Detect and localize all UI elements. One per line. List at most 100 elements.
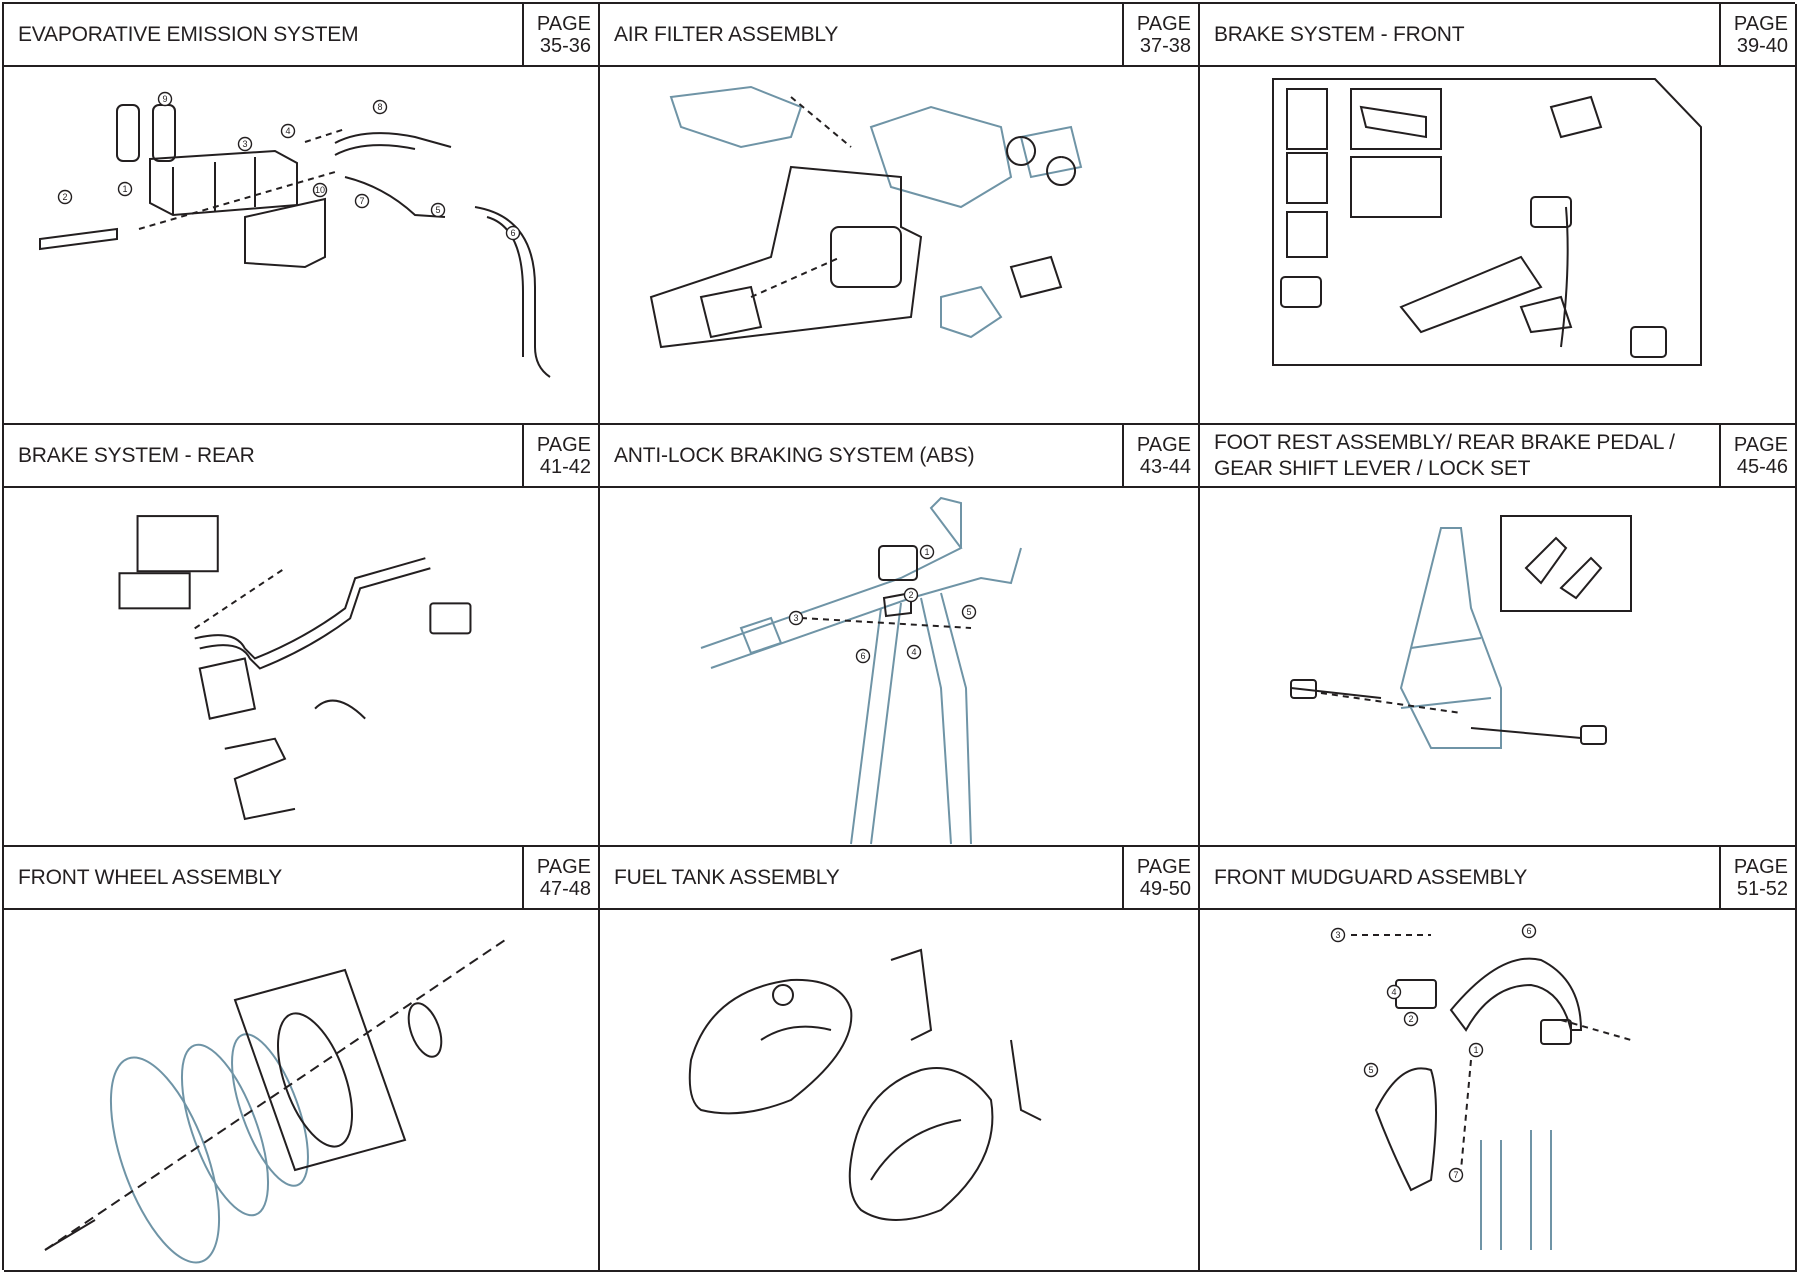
section-brake-rear[interactable]: BRAKE SYSTEM - REAR PAGE 41-42 — [4, 425, 600, 847]
page-range: 47-48 — [539, 877, 591, 900]
section-front-mudguard[interactable]: FRONT MUDGUARD ASSEMBLY PAGE 51-52 1 2 3 — [1200, 847, 1797, 1272]
section-front-wheel[interactable]: FRONT WHEEL ASSEMBLY PAGE 47-48 — [4, 847, 600, 1272]
svg-text:1: 1 — [122, 184, 127, 194]
section-header: FRONT MUDGUARD ASSEMBLY PAGE 51-52 — [1200, 847, 1795, 910]
section-title: FUEL TANK ASSEMBLY — [614, 865, 840, 889]
abs-diagram: 1 2 3 4 5 6 — [600, 488, 1198, 845]
callout-3: 3 — [237, 136, 253, 152]
page-label: PAGE — [1136, 12, 1191, 35]
callout-6: 6 — [505, 225, 521, 241]
section-air-filter[interactable]: AIR FILTER ASSEMBLY PAGE 37-38 — [600, 4, 1200, 425]
evap-illustration: 1 2 3 4 5 6 7 8 9 10 — [39, 91, 551, 378]
section-brake-front[interactable]: BRAKE SYSTEM - FRONT PAGE 39-40 — [1200, 4, 1797, 425]
svg-text:4: 4 — [1391, 987, 1396, 997]
section-header: EVAPORATIVE EMISSION SYSTEM PAGE 35-36 — [4, 4, 598, 67]
svg-text:3: 3 — [793, 613, 798, 623]
foot-rest-illustration — [1290, 515, 1632, 749]
section-fuel-tank[interactable]: FUEL TANK ASSEMBLY PAGE 49-50 — [600, 847, 1200, 1272]
svg-text:7: 7 — [359, 196, 364, 206]
page-ref[interactable]: PAGE 43-44 — [1122, 425, 1198, 486]
svg-text:3: 3 — [1335, 930, 1340, 940]
brake-front-diagram — [1200, 67, 1795, 423]
svg-text:4: 4 — [285, 126, 290, 136]
svg-text:2: 2 — [1408, 1014, 1413, 1024]
callout-1: 1 — [919, 544, 935, 560]
callout-2: 2 — [57, 189, 73, 205]
page-ref[interactable]: PAGE 51-52 — [1719, 847, 1795, 908]
section-title: FRONT WHEEL ASSEMBLY — [18, 865, 283, 889]
callout-4: 4 — [1386, 984, 1402, 1000]
front-wheel-illustration — [44, 939, 506, 1264]
brake-rear-diagram — [4, 488, 598, 845]
callout-3: 3 — [788, 610, 804, 626]
page-label: PAGE — [536, 855, 591, 878]
page-label: PAGE — [1733, 855, 1788, 878]
svg-text:10: 10 — [315, 185, 325, 195]
section-header: FUEL TANK ASSEMBLY PAGE 49-50 — [600, 847, 1198, 910]
page-range: 51-52 — [1736, 877, 1788, 900]
callout-7: 7 — [354, 193, 370, 209]
section-header: BRAKE SYSTEM - REAR PAGE 41-42 — [4, 425, 598, 488]
abs-illustration: 1 2 3 4 5 6 — [700, 496, 1022, 845]
svg-text:2: 2 — [908, 590, 913, 600]
section-abs[interactable]: ANTI-LOCK BRAKING SYSTEM (ABS) PAGE 43-4… — [600, 425, 1200, 847]
page-ref[interactable]: PAGE 37-38 — [1122, 4, 1198, 65]
callout-4: 4 — [906, 644, 922, 660]
section-header: ANTI-LOCK BRAKING SYSTEM (ABS) PAGE 43-4… — [600, 425, 1198, 488]
page-range: 37-38 — [1139, 34, 1191, 57]
page-range: 49-50 — [1139, 877, 1191, 900]
svg-text:7: 7 — [1453, 1170, 1458, 1180]
page-range: 35-36 — [539, 34, 591, 57]
page-ref[interactable]: PAGE 41-42 — [522, 425, 598, 486]
callout-5: 5 — [961, 604, 977, 620]
section-title: FRONT MUDGUARD ASSEMBLY — [1214, 865, 1528, 889]
svg-text:3: 3 — [242, 139, 247, 149]
air-filter-illustration — [649, 85, 1083, 349]
callout-10: 10 — [312, 182, 328, 198]
brake-front-illustration — [1272, 78, 1702, 366]
brake-rear-illustration — [118, 515, 472, 821]
page-ref[interactable]: PAGE 49-50 — [1122, 847, 1198, 908]
section-foot-rest[interactable]: FOOT REST ASSEMBLY/ REAR BRAKE PEDAL / G… — [1200, 425, 1797, 847]
section-header: BRAKE SYSTEM - FRONT PAGE 39-40 — [1200, 4, 1795, 67]
section-title: AIR FILTER ASSEMBLY — [614, 22, 839, 46]
callout-1: 1 — [117, 181, 133, 197]
page-ref[interactable]: PAGE 39-40 — [1719, 4, 1795, 65]
front-mudguard-illustration: 1 2 3 4 5 6 7 — [1330, 923, 1632, 1250]
callout-6: 6 — [855, 648, 871, 664]
page-label: PAGE — [536, 433, 591, 456]
svg-text:4: 4 — [911, 647, 916, 657]
callout-1: 1 — [1468, 1042, 1484, 1058]
callout-7: 7 — [1448, 1167, 1464, 1183]
page-label: PAGE — [536, 12, 591, 35]
svg-text:2: 2 — [62, 192, 67, 202]
callout-8: 8 — [372, 99, 388, 115]
page-ref[interactable]: PAGE 45-46 — [1719, 425, 1795, 486]
fuel-tank-illustration — [688, 948, 1042, 1221]
section-header: AIR FILTER ASSEMBLY PAGE 37-38 — [600, 4, 1198, 67]
air-filter-diagram — [600, 67, 1198, 423]
section-title: EVAPORATIVE EMISSION SYSTEM — [18, 22, 359, 46]
callout-5: 5 — [1363, 1062, 1379, 1078]
svg-text:8: 8 — [377, 102, 382, 112]
page-label: PAGE — [1733, 433, 1788, 456]
callout-4: 4 — [280, 123, 296, 139]
evap-diagram: 1 2 3 4 5 6 7 8 9 10 — [4, 67, 598, 423]
fuel-tank-diagram — [600, 910, 1198, 1270]
callout-6: 6 — [1521, 923, 1537, 939]
section-evaporative-emission[interactable]: EVAPORATIVE EMISSION SYSTEM PAGE 35-36 — [4, 4, 600, 425]
page-label: PAGE — [1136, 855, 1191, 878]
page-ref[interactable]: PAGE 47-48 — [522, 847, 598, 908]
page-range: 41-42 — [539, 455, 591, 478]
svg-text:6: 6 — [1526, 926, 1531, 936]
svg-text:9: 9 — [162, 94, 167, 104]
section-title: FOOT REST ASSEMBLY/ REAR BRAKE PEDAL / G… — [1214, 431, 1675, 480]
page-ref[interactable]: PAGE 35-36 — [522, 4, 598, 65]
section-title: BRAKE SYSTEM - FRONT — [1214, 22, 1465, 46]
svg-text:6: 6 — [860, 651, 865, 661]
page-range: 39-40 — [1736, 34, 1788, 57]
section-title: ANTI-LOCK BRAKING SYSTEM (ABS) — [614, 443, 975, 467]
section-header: FRONT WHEEL ASSEMBLY PAGE 47-48 — [4, 847, 598, 910]
svg-text:5: 5 — [1368, 1065, 1373, 1075]
